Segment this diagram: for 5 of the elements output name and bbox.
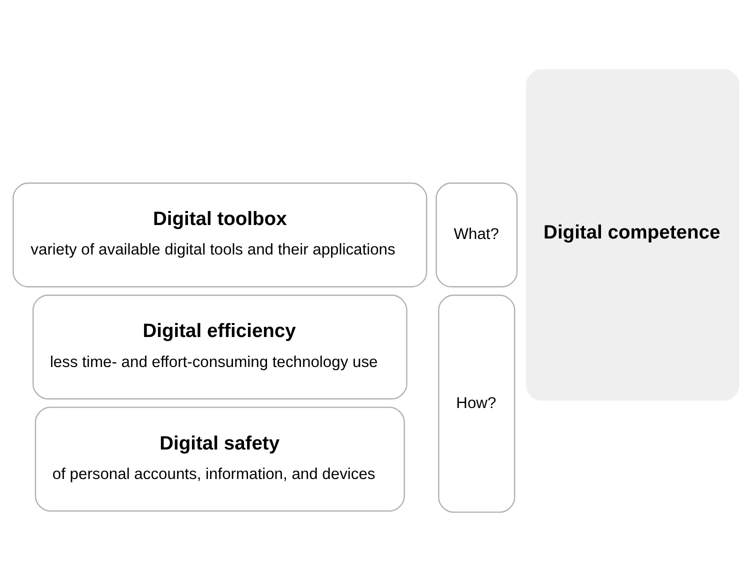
node-box: Digital efficiency less time- and effort-consuming technology use xyxy=(32,294,408,399)
node-box: What? xyxy=(436,182,518,287)
node-box: Digital safety of personal accounts, information, and devices xyxy=(34,406,405,512)
node-box: How? xyxy=(438,294,516,512)
node-box: Digital toolbox variety of available digital tools and their applications xyxy=(12,182,428,287)
